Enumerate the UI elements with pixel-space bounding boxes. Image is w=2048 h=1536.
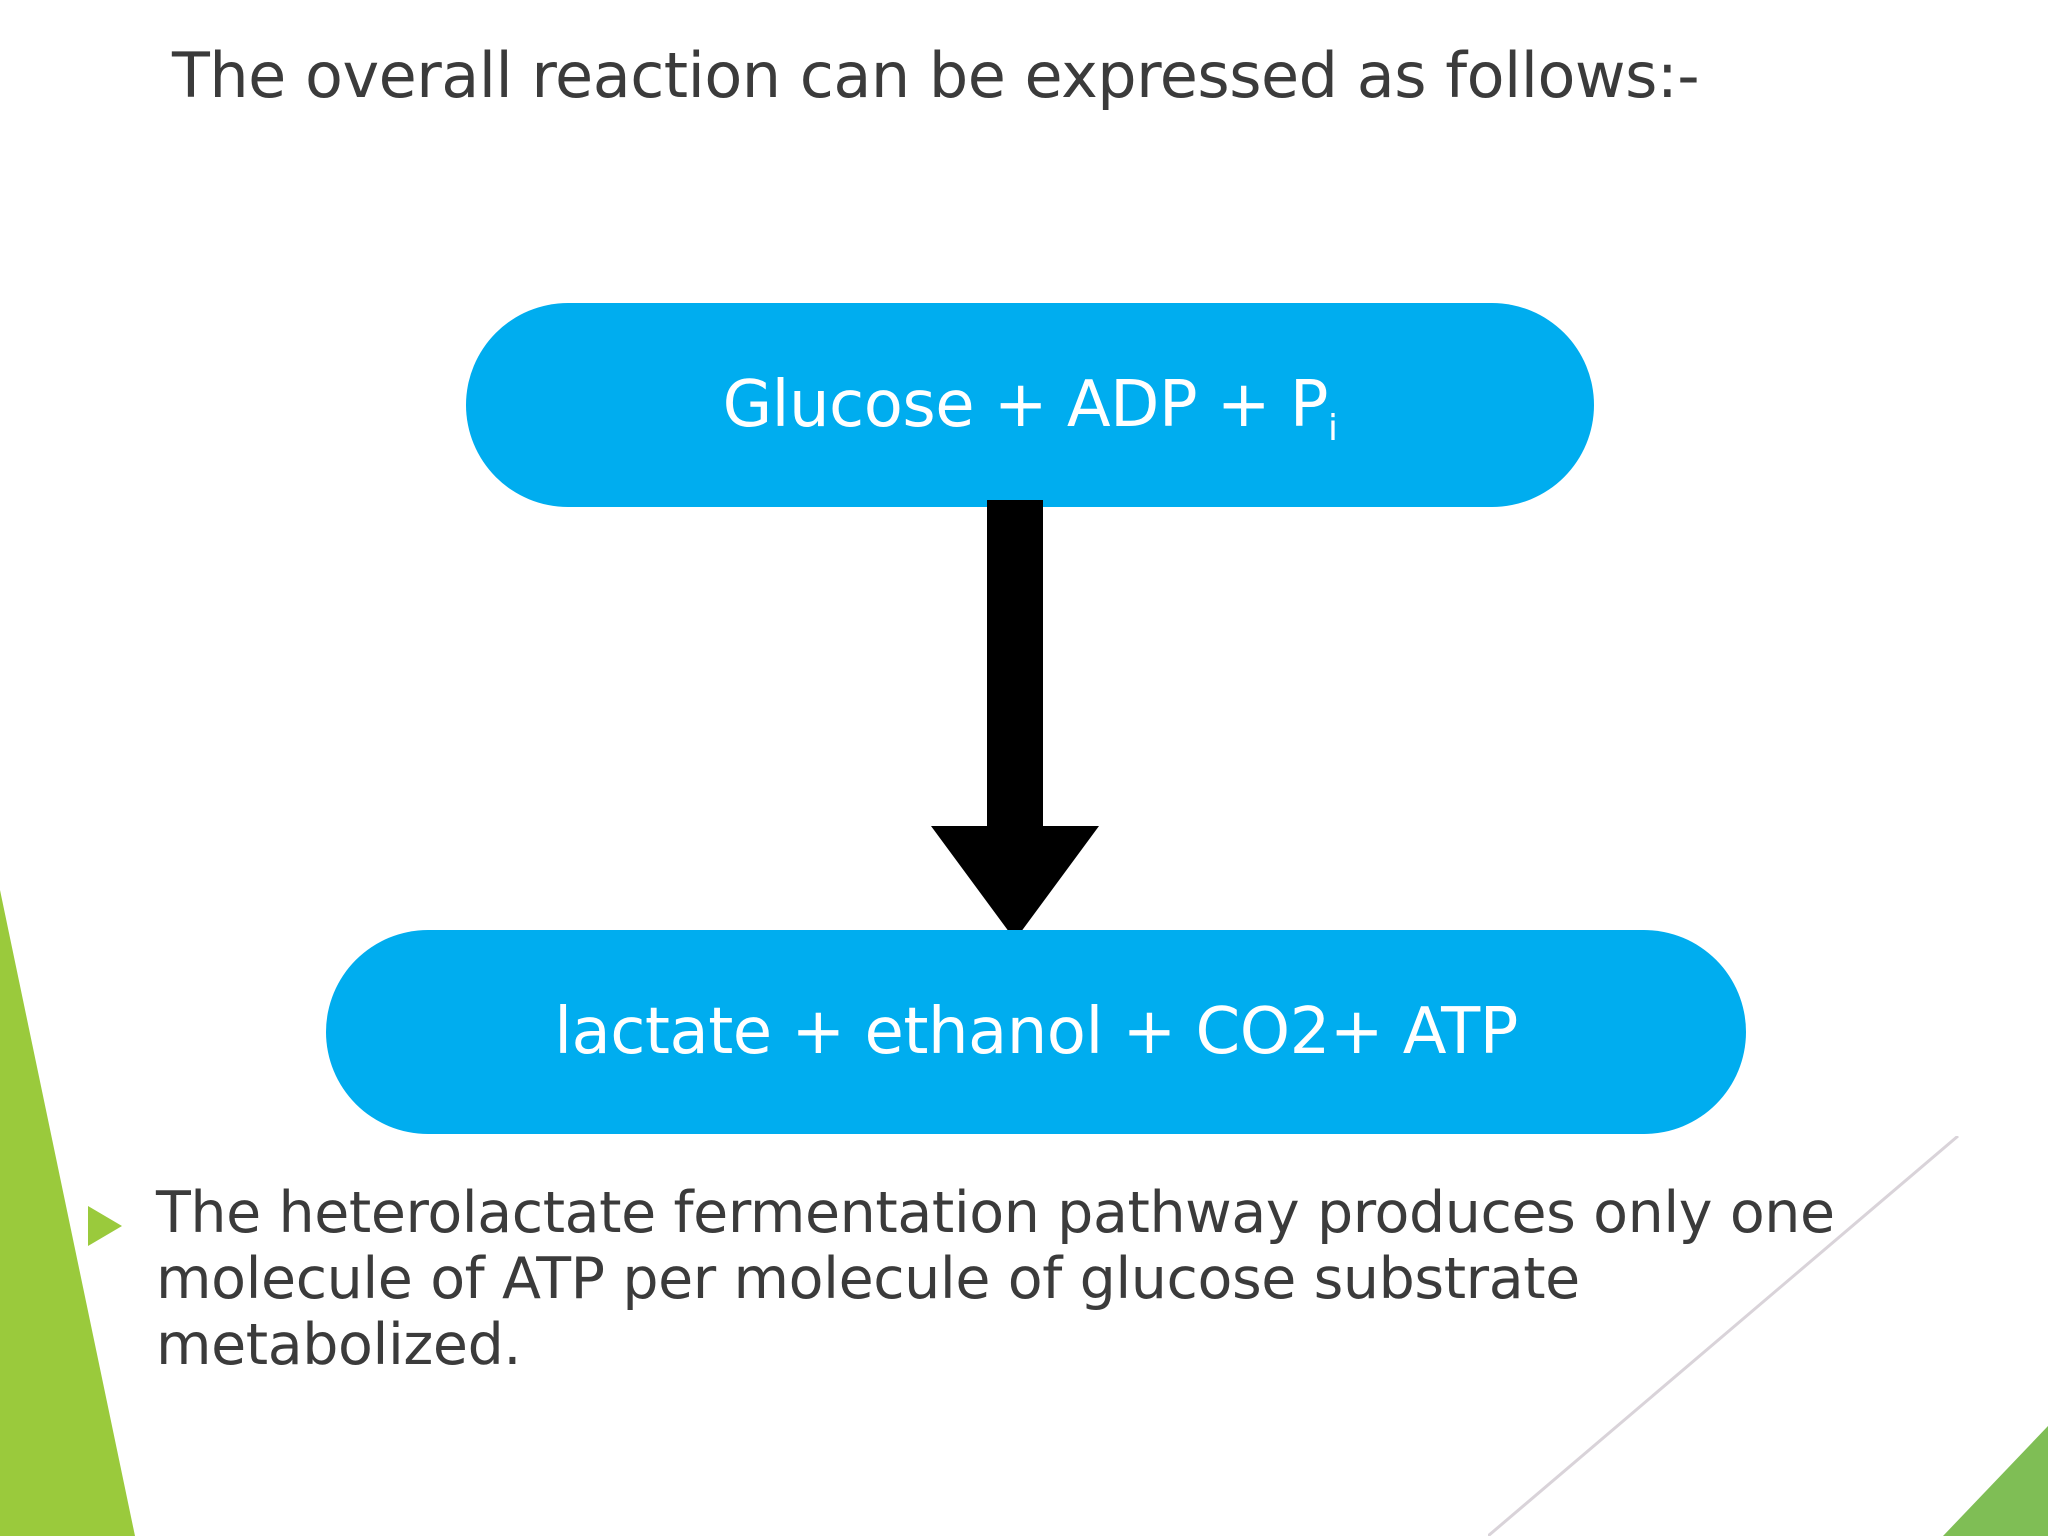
bullet-item-text: The heterolactate fermentation pathway p… [156, 1180, 1835, 1379]
bullet-list: The heterolactate fermentation pathway p… [88, 1180, 1948, 1378]
products-box: lactate + ethanol + CO2+ ATP [326, 930, 1746, 1134]
page-title: The overall reaction can be expressed as… [172, 39, 1700, 112]
reactants-label: Glucose + ADP + Pi [722, 368, 1338, 446]
reactants-box: Glucose + ADP + Pi [466, 303, 1594, 507]
reactants-subscript: i [1327, 407, 1338, 449]
triangle-bullet-icon [88, 1206, 122, 1246]
products-label: lactate + ethanol + CO2+ ATP [554, 995, 1518, 1069]
down-arrow-icon [931, 500, 1099, 940]
reactants-main-text: Glucose + ADP + P [722, 368, 1329, 442]
